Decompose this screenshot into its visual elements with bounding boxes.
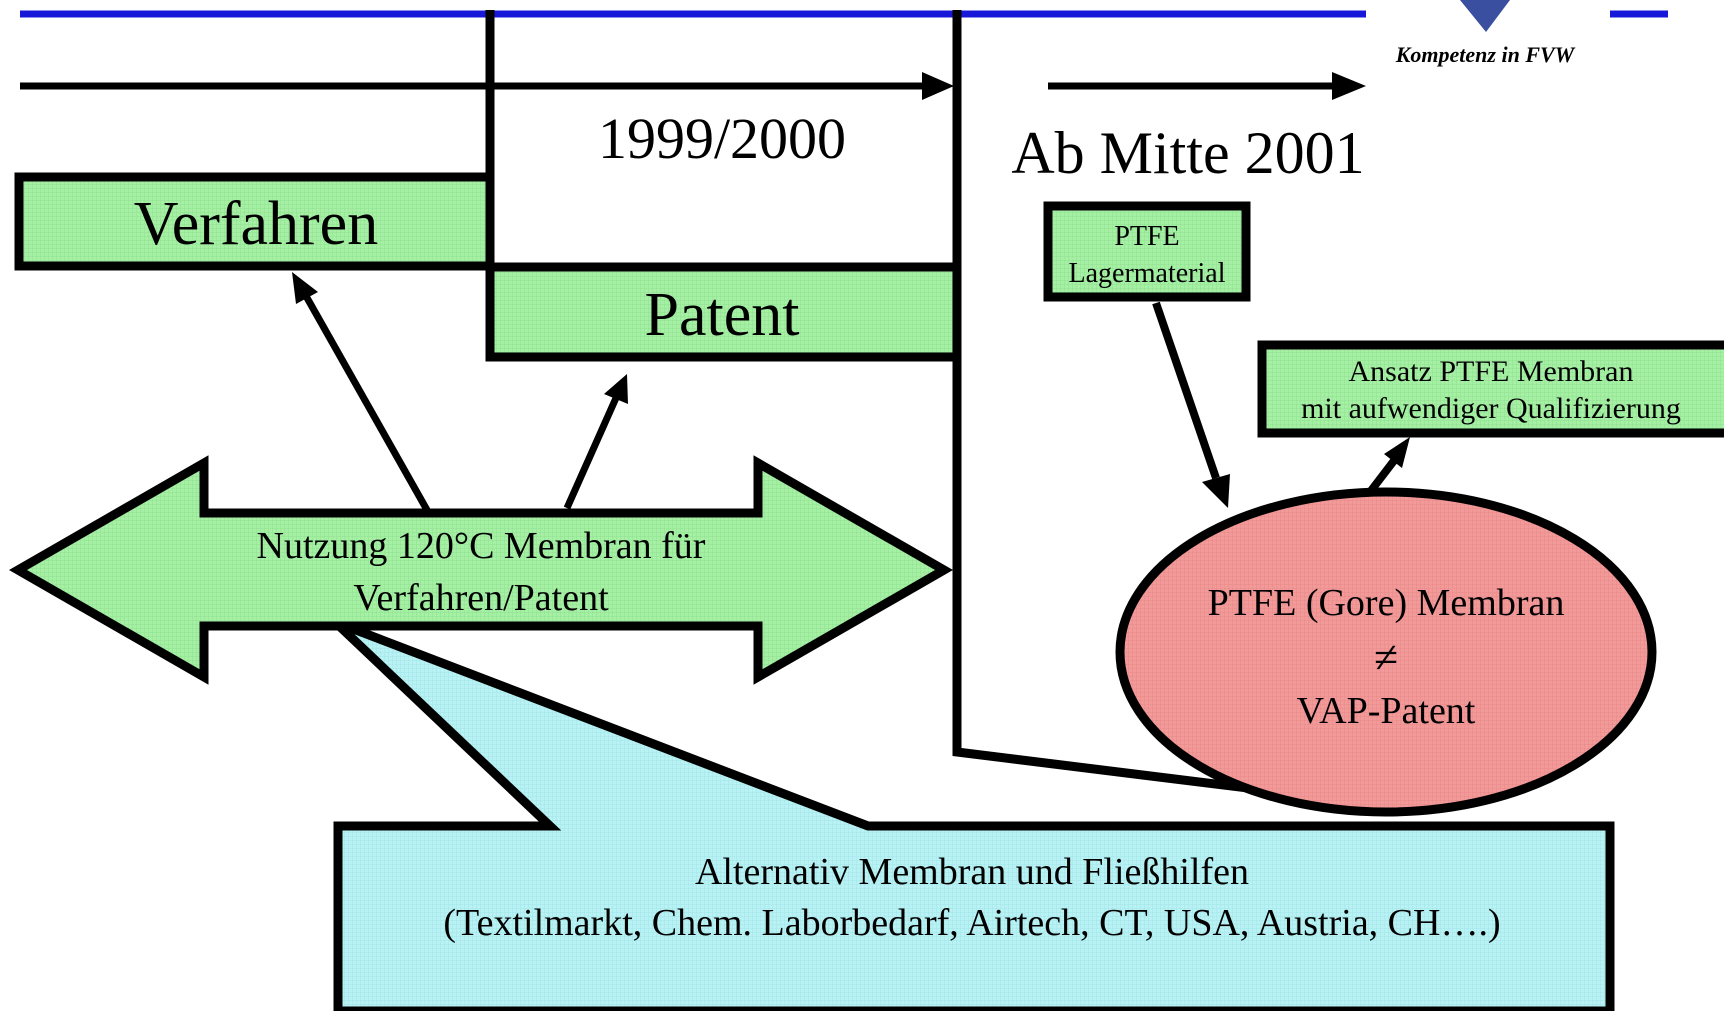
ellipse-line-1: PTFE (Gore) Membran: [1208, 582, 1565, 624]
timeline-arrow-2: [1048, 72, 1366, 100]
period-label-ab-mitte-2001: Ab Mitte 2001: [1011, 120, 1364, 186]
arrow-to-patent: [563, 374, 628, 510]
ptfe-gore-ellipse: PTFE (Gore) Membran ≠ VAP-Patent: [1115, 487, 1657, 817]
ptfe-lagermaterial-box: PTFE Lagermaterial: [1043, 201, 1251, 302]
ptfe-lagermaterial-line-2: Lagermaterial: [1068, 258, 1225, 289]
ansatz-line-2: mit aufwendiger Qualifizierung: [1301, 392, 1681, 425]
logo-triangle-icon: [1460, 0, 1510, 32]
callout-line-1: Alternativ Membran und Fließhilfen: [695, 851, 1249, 893]
ansatz-ptfe-membran-box: Ansatz PTFE Membran mit aufwendiger Qual…: [1257, 340, 1724, 438]
arrow-to-verfahren: [292, 272, 431, 512]
verfahren-box: Verfahren: [14, 172, 495, 271]
ansatz-line-1: Ansatz PTFE Membran: [1349, 355, 1634, 388]
arrow-to-ellipse: [1152, 301, 1230, 508]
arrow-to-ansatz: [1366, 437, 1410, 495]
not-equal-icon: ≠: [1374, 633, 1398, 682]
double-arrow-line-2: Verfahren/Patent: [353, 577, 609, 619]
nutzung-double-arrow: Nutzung 120°C Membran für Verfahren/Pate…: [8, 455, 954, 685]
patent-box: Patent: [485, 262, 962, 362]
double-arrow-line-1: Nutzung 120°C Membran für: [257, 525, 706, 567]
timeline-arrow-1: [20, 72, 954, 100]
alternativ-callout: Alternativ Membran und Fließhilfen (Text…: [331, 617, 1615, 1011]
ellipse-line-3: VAP-Patent: [1297, 690, 1476, 732]
callout-line-2: (Textilmarkt, Chem. Laborbedarf, Airtech…: [443, 902, 1500, 944]
ptfe-lagermaterial-line-1: PTFE: [1114, 221, 1179, 252]
period-label-1999-2000: 1999/2000: [598, 106, 846, 171]
patent-label: Patent: [645, 281, 800, 349]
logo-tagline: Kompetenz in FVW: [1395, 42, 1576, 67]
verfahren-label: Verfahren: [134, 190, 378, 258]
